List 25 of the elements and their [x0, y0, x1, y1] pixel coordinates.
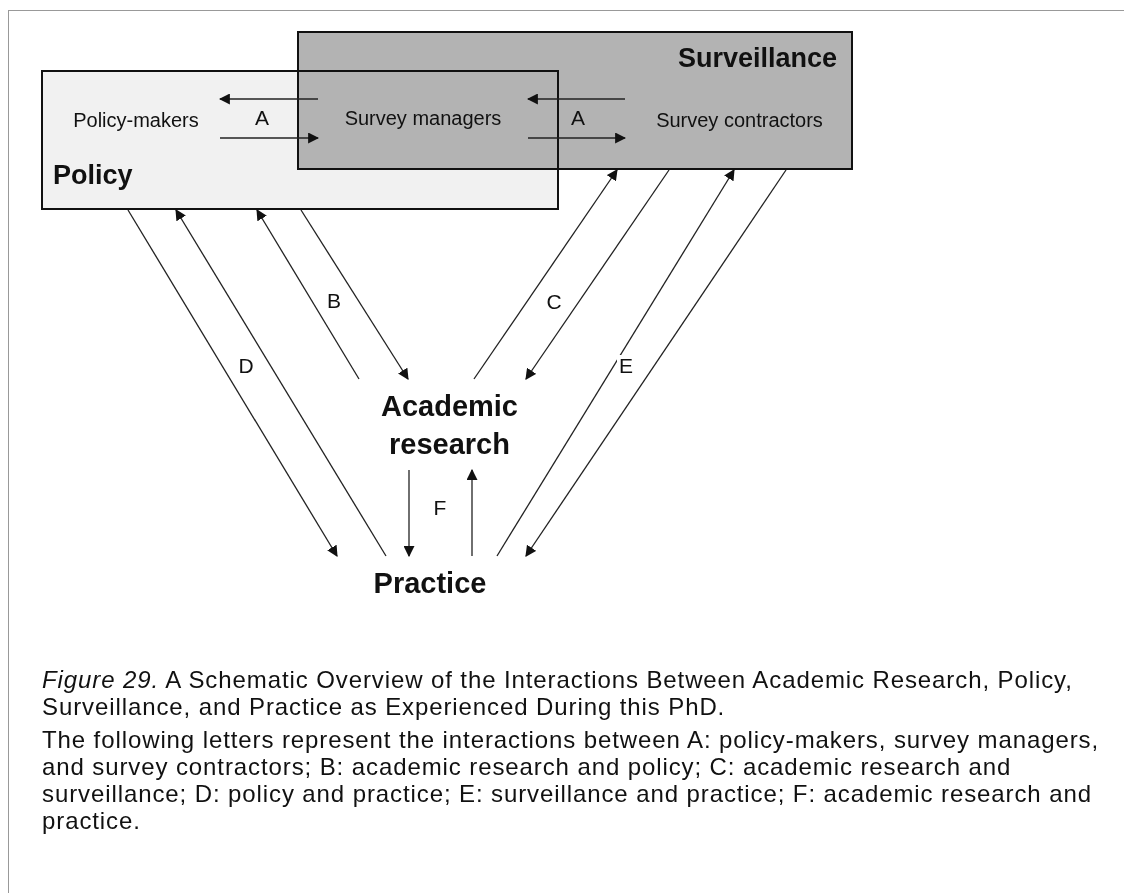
actor-label: Survey managers [344, 107, 502, 130]
group-box [297, 31, 853, 170]
arrow [175, 209, 387, 557]
arrow [403, 469, 415, 558]
arrow [496, 169, 735, 557]
arrow [473, 169, 618, 380]
figure-caption: Figure 29. A Schematic Overview of the Interactions Between Academic Research, Policy, Surveillance, and Practice as Experienced During this PhD. [42, 666, 1074, 720]
caption-note: The following letters represent the interactions between A: policy-makers, survey managers, and survey contractors; B: academic research and policy; C: academic research and surveillance; D: policy and practice; E: surveillance and practice; F: academic research and practice. [42, 726, 1101, 834]
node-label: Practice [373, 566, 487, 601]
group-heading: Policy [53, 160, 133, 191]
actor-label: Survey contractors [656, 109, 823, 132]
arrow [526, 93, 626, 105]
arrow [525, 169, 670, 380]
arrow [300, 209, 409, 380]
arrow [525, 169, 787, 557]
arrow [466, 468, 478, 557]
group-box [41, 70, 559, 210]
arrow [527, 132, 627, 144]
arrow [219, 132, 320, 144]
arrow [256, 209, 360, 380]
group-heading: Surveillance [677, 43, 837, 74]
node-label: Academic research [380, 388, 519, 462]
actor-label: Policy-makers [73, 109, 199, 132]
arrow [127, 209, 338, 557]
arrow [218, 93, 319, 105]
